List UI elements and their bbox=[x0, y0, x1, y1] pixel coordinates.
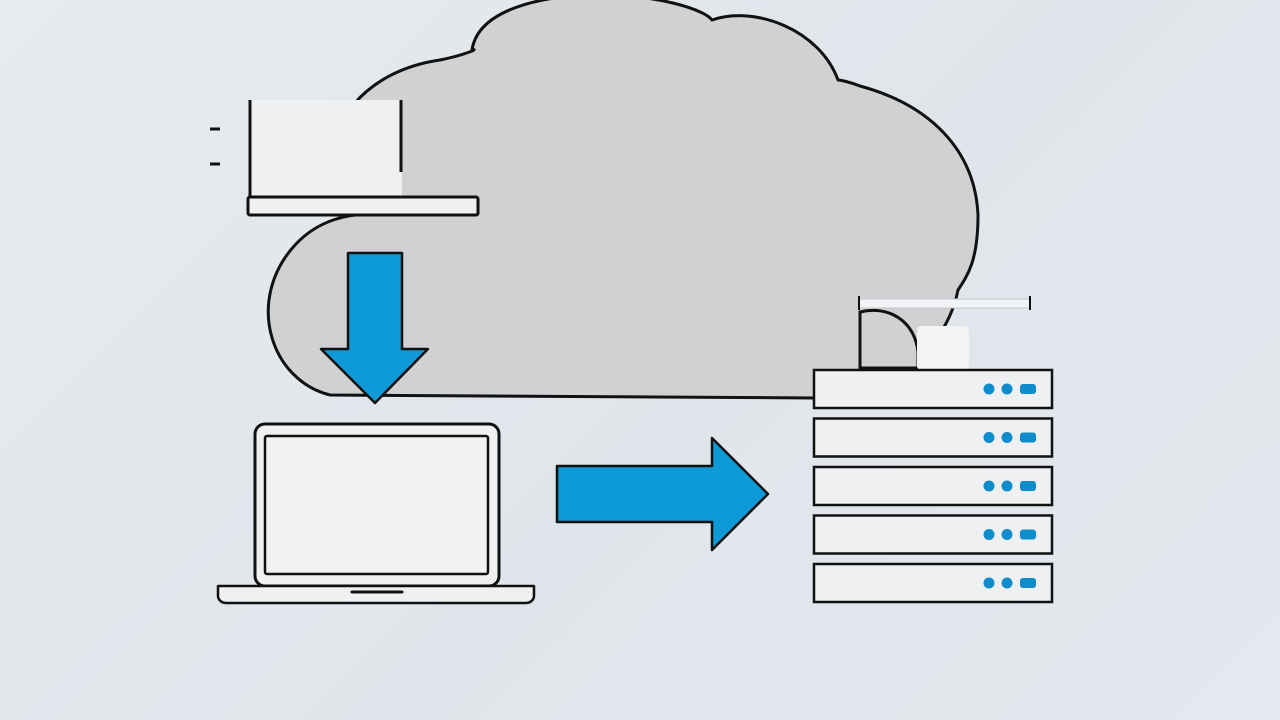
server-led-icon bbox=[1020, 432, 1036, 443]
server-led-icon bbox=[983, 577, 995, 589]
server-led-icon bbox=[1001, 432, 1013, 443]
server-unit-body bbox=[812, 368, 1054, 410]
server-led-icon bbox=[1001, 480, 1013, 492]
server-led-icon bbox=[1020, 529, 1036, 540]
laptop-base bbox=[216, 584, 536, 605]
server-unit bbox=[812, 368, 1054, 410]
server-unit bbox=[812, 562, 1054, 604]
laptop-icon bbox=[216, 422, 536, 605]
server-led-icon bbox=[983, 480, 995, 492]
server-unit bbox=[812, 417, 1054, 458]
arrow-right-icon bbox=[555, 436, 770, 552]
server-led-icon bbox=[1020, 578, 1036, 588]
monitor-icon bbox=[210, 100, 480, 217]
monitor-base bbox=[246, 195, 480, 217]
server-led-icon bbox=[1001, 529, 1013, 540]
arrow-down-icon bbox=[319, 251, 430, 405]
server-led-icon bbox=[983, 383, 995, 395]
server-unit-body bbox=[812, 465, 1054, 507]
server-unit bbox=[812, 514, 1054, 555]
laptop-screen bbox=[263, 434, 490, 576]
server-led-icon bbox=[983, 529, 995, 540]
server-unit-body bbox=[812, 417, 1054, 458]
server-unit-body bbox=[812, 562, 1054, 604]
server-led-icon bbox=[1020, 384, 1036, 394]
server-unit bbox=[812, 465, 1054, 507]
server-led-icon bbox=[1020, 481, 1036, 491]
server-led-icon bbox=[1001, 383, 1013, 395]
server-led-icon bbox=[983, 432, 995, 443]
server-led-icon bbox=[1001, 577, 1013, 589]
monitor-screen bbox=[250, 100, 402, 198]
server-icon bbox=[812, 368, 1054, 604]
server-antenna bbox=[858, 296, 1031, 370]
server-unit-body bbox=[812, 514, 1054, 555]
